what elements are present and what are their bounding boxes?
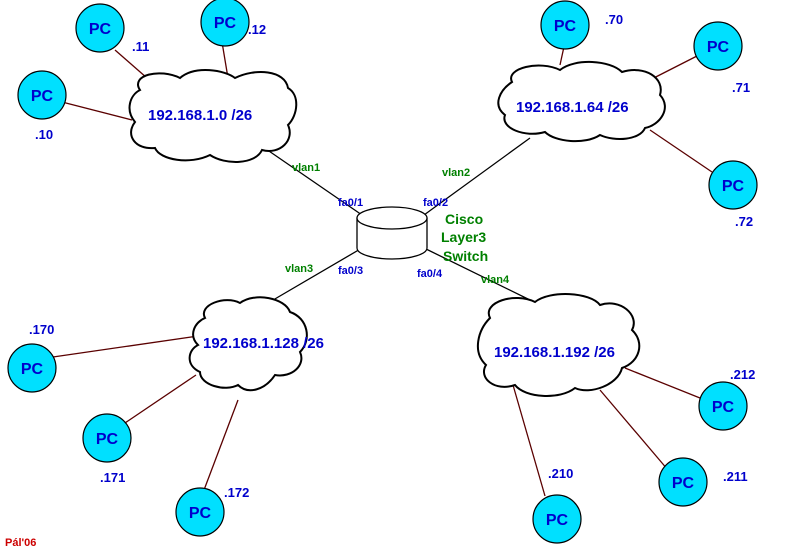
pc-label: PC [672, 475, 695, 492]
host-suffix-72: .72 [735, 214, 753, 229]
pc-node-210: PC [532, 494, 582, 544]
switch-name-line3: Switch [443, 248, 488, 264]
switch-body [356, 218, 428, 260]
pc-link-10 [61, 101, 133, 121]
pc-link-172 [203, 399, 239, 491]
pc-label: PC [89, 21, 112, 38]
pc-label: PC [214, 15, 237, 32]
link-vlan3 [267, 247, 363, 304]
pc-node-170: PC [7, 343, 57, 393]
pc-link-212 [624, 367, 701, 399]
pc-links [52, 41, 713, 497]
host-suffix-212: .212 [730, 367, 755, 382]
link-vlan4 [423, 247, 531, 301]
host-suffix-10: .10 [35, 127, 53, 142]
host-suffix-70: .70 [605, 12, 623, 27]
pc-node-11: PC [75, 3, 125, 53]
pc-label: PC [546, 512, 569, 529]
host-suffix-11: .11 [132, 39, 149, 54]
host-suffix-12: .12 [248, 22, 266, 37]
pc-label: PC [554, 18, 577, 35]
pc-label: PC [712, 399, 735, 416]
pc-link-72 [649, 129, 713, 173]
pc-label: PC [722, 178, 745, 195]
pc-link-210 [512, 384, 546, 497]
vlan-label-1: vlan1 [292, 162, 320, 174]
pc-node-211: PC [658, 457, 708, 507]
network-label-2: 192.168.1.64 /26 [516, 99, 629, 116]
pc-link-171 [121, 374, 197, 426]
pc-node-172: PC [175, 487, 225, 537]
network-label-3: 192.168.1.128 /26 [203, 335, 324, 352]
port-label-1: fa0/1 [338, 197, 363, 209]
vlan-label-3: vlan3 [285, 263, 313, 275]
host-suffix-210: .210 [548, 466, 573, 481]
pc-node-171: PC [82, 413, 132, 463]
layer3-switch: Cisco Layer3 Switch [356, 206, 488, 264]
port-label-3: fa0/3 [338, 265, 363, 277]
pc-node-70: PC [540, 0, 590, 50]
pc-label: PC [21, 361, 44, 378]
switch-top [356, 206, 428, 230]
pc-link-170 [52, 334, 206, 358]
pc-node-72: PC [708, 160, 758, 210]
vlan-label-4: vlan4 [481, 274, 510, 286]
pc-node-71: PC [693, 21, 743, 71]
pc-node-12: PC [200, 0, 250, 47]
pc-link-211 [599, 389, 669, 471]
pc-label: PC [31, 88, 54, 105]
cloud-net4: 192.168.1.192 /26 [476, 293, 641, 397]
network-label-1: 192.168.1.0 /26 [148, 107, 252, 124]
vlan-label-2: vlan2 [442, 167, 470, 179]
port-label-2: fa0/2 [423, 197, 448, 209]
pc-label: PC [189, 505, 212, 522]
host-suffix-71: .71 [732, 80, 750, 95]
host-suffix-172: .172 [224, 485, 249, 500]
author-credit: Pál'06 [5, 537, 36, 549]
switch-name-line1: Cisco [445, 211, 483, 227]
host-suffix-171: .171 [100, 470, 125, 485]
pc-link-12 [221, 41, 229, 79]
port-label-4: fa0/4 [417, 268, 443, 280]
host-suffix-211: .211 [723, 469, 748, 484]
pc-label: PC [707, 39, 730, 56]
pc-node-10: PC [17, 70, 67, 120]
host-suffix-170: .170 [29, 322, 54, 337]
cloud-net2: 192.168.1.64 /26 [497, 60, 666, 143]
link-vlan2 [423, 137, 531, 216]
cloud-net1: 192.168.1.0 /26 [128, 69, 298, 163]
pc-label: PC [96, 431, 119, 448]
switch-name-line2: Layer3 [441, 229, 486, 245]
network-label-4: 192.168.1.192 /26 [494, 344, 615, 361]
cloud-net3: 192.168.1.128 /26 [188, 296, 324, 392]
pc-node-212: PC [698, 381, 748, 431]
